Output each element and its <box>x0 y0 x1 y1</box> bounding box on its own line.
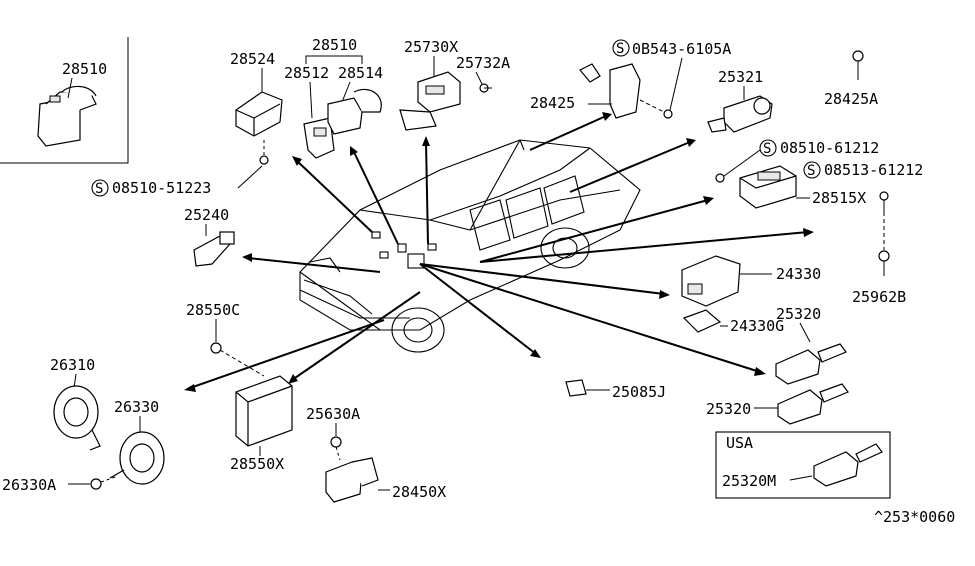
module-28550x-part[interactable] <box>235 375 293 447</box>
relay-28514-part[interactable] <box>327 88 382 135</box>
leader-28514 <box>341 81 351 103</box>
label-25732a: 25732A <box>456 54 510 72</box>
leader-08510-61212 <box>723 149 761 177</box>
figure-code: ^253*0060 <box>874 508 955 526</box>
label-08510-51223: 08510-51223 <box>112 179 211 197</box>
label-25321: 25321 <box>718 68 763 86</box>
label-28510-inset: 28510 <box>62 60 107 78</box>
leader-25732a <box>475 71 483 85</box>
screw-symbol-08513-61212 <box>803 161 821 179</box>
label-25320m: 25320M <box>722 472 776 490</box>
label-28550c: 28550C <box>186 301 240 319</box>
screw-symbol-08510-61212 <box>759 139 777 157</box>
label-28450x: 28450X <box>392 483 446 501</box>
switch-25240-part[interactable] <box>193 231 235 267</box>
screw-08513-61212-part[interactable] <box>879 191 889 212</box>
bracket-24330g-part[interactable] <box>682 309 722 333</box>
bracket-28510 <box>305 55 363 64</box>
relay-28524-part[interactable] <box>235 91 283 137</box>
screw-08510-61212-part[interactable] <box>715 173 725 183</box>
switch-25320-upper-part[interactable] <box>775 343 847 385</box>
label-24330: 24330 <box>776 265 821 283</box>
relay-28510-inset-part[interactable] <box>37 85 97 147</box>
label-25962b: 25962B <box>852 288 906 306</box>
label-08543-6105a: 0B543-6105A <box>632 40 731 58</box>
label-26310: 26310 <box>50 356 95 374</box>
leader-08543 <box>669 57 683 111</box>
screw-symbol-text-08543: S <box>616 41 624 57</box>
horn-26310-part[interactable] <box>53 385 101 451</box>
relay-25730x-part[interactable] <box>399 71 461 131</box>
label-28512: 28512 <box>284 64 329 82</box>
horn-26330-part[interactable] <box>109 431 165 485</box>
label-28550x: 28550X <box>230 455 284 473</box>
plug-25085j-part[interactable] <box>565 379 587 397</box>
switch-25320m-part[interactable] <box>813 443 883 487</box>
pointer-arrows <box>184 112 814 392</box>
label-08513-61212: 08513-61212 <box>824 161 923 179</box>
label-08510-61212: 08510-61212 <box>780 139 879 157</box>
usa-variant-box: USA 25320M <box>715 431 891 499</box>
label-28515x: 28515X <box>812 189 866 207</box>
screw-26330a-part[interactable] <box>90 475 119 490</box>
label-28514: 28514 <box>338 64 383 82</box>
leader-25320-upper <box>799 322 811 343</box>
screw-28425a-part[interactable] <box>852 50 864 80</box>
screw-symbol-08543 <box>612 39 630 57</box>
connector-24330-part[interactable] <box>681 255 741 307</box>
screw-25630a-part[interactable] <box>330 436 342 461</box>
leader-25320m <box>789 475 813 481</box>
screw-symbol-text-08510-61212: S <box>763 141 771 157</box>
label-25630a: 25630A <box>306 405 360 423</box>
label-28425a: 28425A <box>824 90 878 108</box>
switch-25320-lower-part[interactable] <box>777 383 849 425</box>
label-26330a: 26330A <box>2 476 56 494</box>
clip-25962b-part[interactable] <box>878 250 890 276</box>
bracket-28512-part[interactable] <box>303 117 335 159</box>
leader-28512 <box>309 81 313 119</box>
screw-symbol-text-08513-61212: S <box>807 163 815 179</box>
inset-28510: 28510 <box>0 37 129 164</box>
screw-symbol-text-08510-51223: S <box>95 181 103 197</box>
label-28524: 28524 <box>230 50 275 68</box>
label-25730x: 25730X <box>404 38 458 56</box>
screw-28550c-part[interactable] <box>210 342 265 377</box>
leader-08510-51223 <box>237 165 263 189</box>
switch-25321-part[interactable] <box>707 95 773 133</box>
screw-symbol-08510-51223 <box>91 179 109 197</box>
usa-box-title: USA <box>726 434 753 452</box>
leader-28510-inset <box>67 77 73 99</box>
label-28510: 28510 <box>312 36 357 54</box>
label-26330: 26330 <box>114 398 159 416</box>
label-25320-lower: 25320 <box>706 400 751 418</box>
label-28425: 28425 <box>530 94 575 112</box>
unit-28515x-part[interactable] <box>739 165 797 209</box>
label-25320-upper: 25320 <box>776 305 821 323</box>
label-24330g: 24330G <box>730 317 784 335</box>
screw-08510-51223-part[interactable] <box>259 140 269 165</box>
inset-frame <box>0 37 129 164</box>
screw-25732a-part[interactable] <box>479 83 492 93</box>
unit-28450x-part[interactable] <box>325 457 379 503</box>
car-illustration <box>299 139 641 353</box>
label-25085j: 25085J <box>612 383 666 401</box>
bracket-28425-part[interactable] <box>579 63 673 119</box>
label-25240: 25240 <box>184 206 229 224</box>
